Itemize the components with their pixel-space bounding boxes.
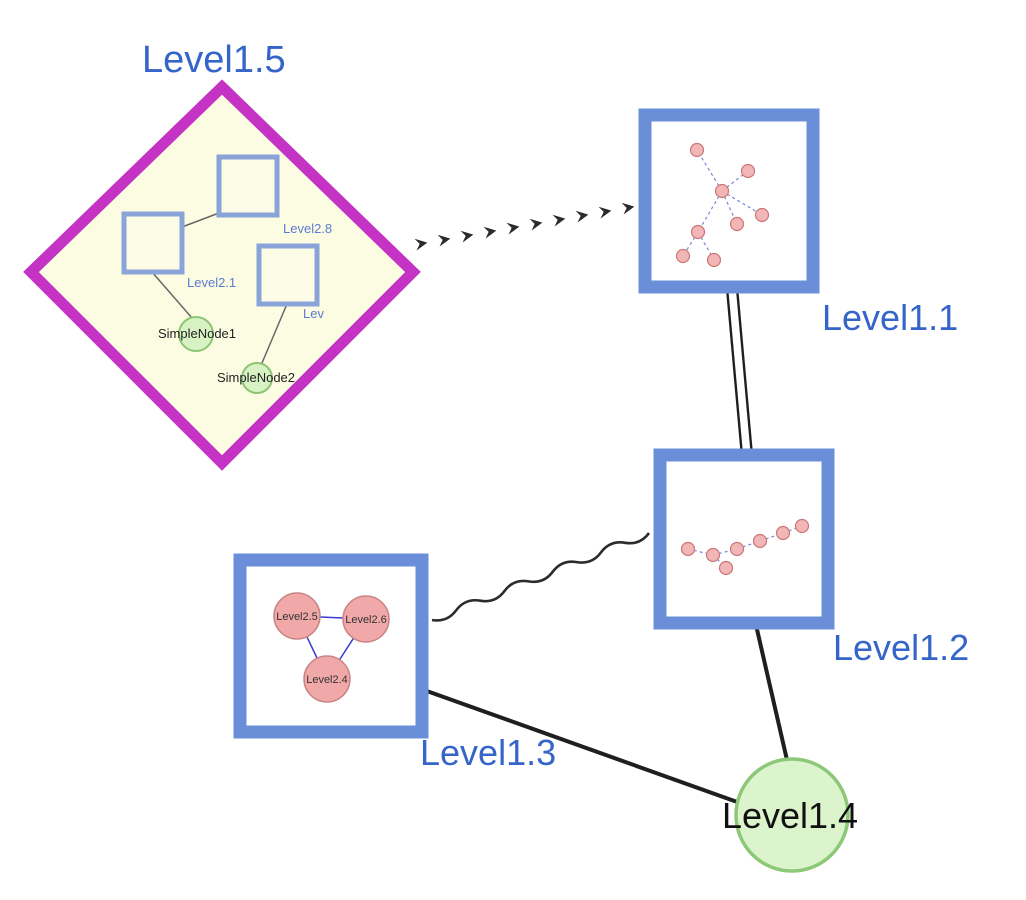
node-label-level1-1: Level1.1	[822, 297, 958, 338]
node-level2-1[interactable]	[121, 211, 185, 275]
mini-node[interactable]	[680, 541, 696, 557]
node-level2-8[interactable]	[216, 154, 280, 218]
node-label-level1-3: Level1.3	[420, 732, 556, 773]
edge-level11-to-level12[interactable]	[725, 287, 754, 457]
node-level1-2	[653, 448, 835, 630]
node-level1-3: Level2.5 Level2.6 Level2.4	[233, 553, 429, 739]
mini-edge	[721, 190, 763, 216]
node-label-level2-8: Level2.8	[283, 221, 332, 236]
node-level2-truncated[interactable]	[256, 243, 320, 307]
mini-node[interactable]	[754, 207, 770, 223]
level1-3-mini-graph: Level2.5 Level2.6 Level2.4	[273, 592, 390, 703]
level1-2-shape[interactable]	[653, 448, 835, 630]
mini-node[interactable]	[794, 518, 810, 534]
node-label-level1-4: Level1.4	[722, 795, 858, 836]
edge-level13-to-level12[interactable]	[431, 532, 651, 622]
mini-node[interactable]	[675, 248, 691, 264]
inner-edge-sq-right-simplenode2	[261, 303, 288, 364]
node-label-level2-1: Level2.1	[187, 275, 236, 290]
mini-node[interactable]	[690, 224, 706, 240]
level1-1-shape[interactable]	[638, 108, 820, 294]
level1-2-mini-graph	[680, 518, 810, 576]
node-label-level2-truncated: Lev	[303, 306, 324, 321]
node-level1-4[interactable]	[734, 757, 850, 873]
inner-edge-sq-left-simplenode1	[151, 271, 193, 319]
node-label-level1-5: Level1.5	[142, 39, 286, 81]
mini-node[interactable]	[706, 252, 722, 268]
mini-node[interactable]	[689, 142, 705, 158]
inner-edge-sq-top-sq-left	[181, 212, 220, 228]
node-label-level1-2: Level1.2	[833, 627, 969, 668]
node-label-simplenode2: SimpleNode2	[217, 370, 295, 385]
diamond-shape[interactable]	[23, 79, 421, 471]
node-label-level2-4: Level2.4	[306, 674, 348, 686]
node-level1-1	[638, 108, 820, 294]
mini-node[interactable]	[714, 183, 730, 199]
edge-level13-to-level14[interactable]	[423, 688, 741, 805]
level1-3-shape[interactable]	[233, 553, 429, 739]
node-label-level2-5: Level2.5	[276, 611, 318, 623]
node-level1-5: Level2.8 Level2.1 Lev SimpleNode1 Simple…	[23, 79, 421, 471]
mini-node[interactable]	[729, 216, 745, 232]
node-simplenode2[interactable]	[241, 362, 273, 394]
mini-node[interactable]	[705, 547, 721, 563]
edge-level15-to-level11[interactable]	[402, 202, 635, 251]
node-label-simplenode1: SimpleNode1	[158, 326, 236, 341]
node-level2-4[interactable]	[303, 655, 351, 703]
mini-edge	[682, 231, 699, 257]
mini-edge	[697, 190, 723, 233]
mini-node[interactable]	[752, 533, 768, 549]
level1-1-mini-graph	[675, 142, 770, 268]
edges-layer	[402, 202, 789, 805]
node-simplenode1[interactable]	[178, 316, 214, 352]
mini-edge	[687, 548, 714, 556]
mini-node[interactable]	[718, 560, 734, 576]
node-level2-5[interactable]	[273, 592, 321, 640]
edge-level12-to-level14[interactable]	[754, 624, 789, 761]
mini-node[interactable]	[729, 541, 745, 557]
mini-edge	[696, 149, 723, 192]
double-line-right[interactable]	[735, 287, 754, 457]
mini-node[interactable]	[775, 525, 791, 541]
node-label-level2-6: Level2.6	[345, 614, 387, 626]
node-level2-6[interactable]	[342, 595, 390, 643]
double-line-left[interactable]	[725, 287, 744, 457]
mini-node[interactable]	[740, 163, 756, 179]
